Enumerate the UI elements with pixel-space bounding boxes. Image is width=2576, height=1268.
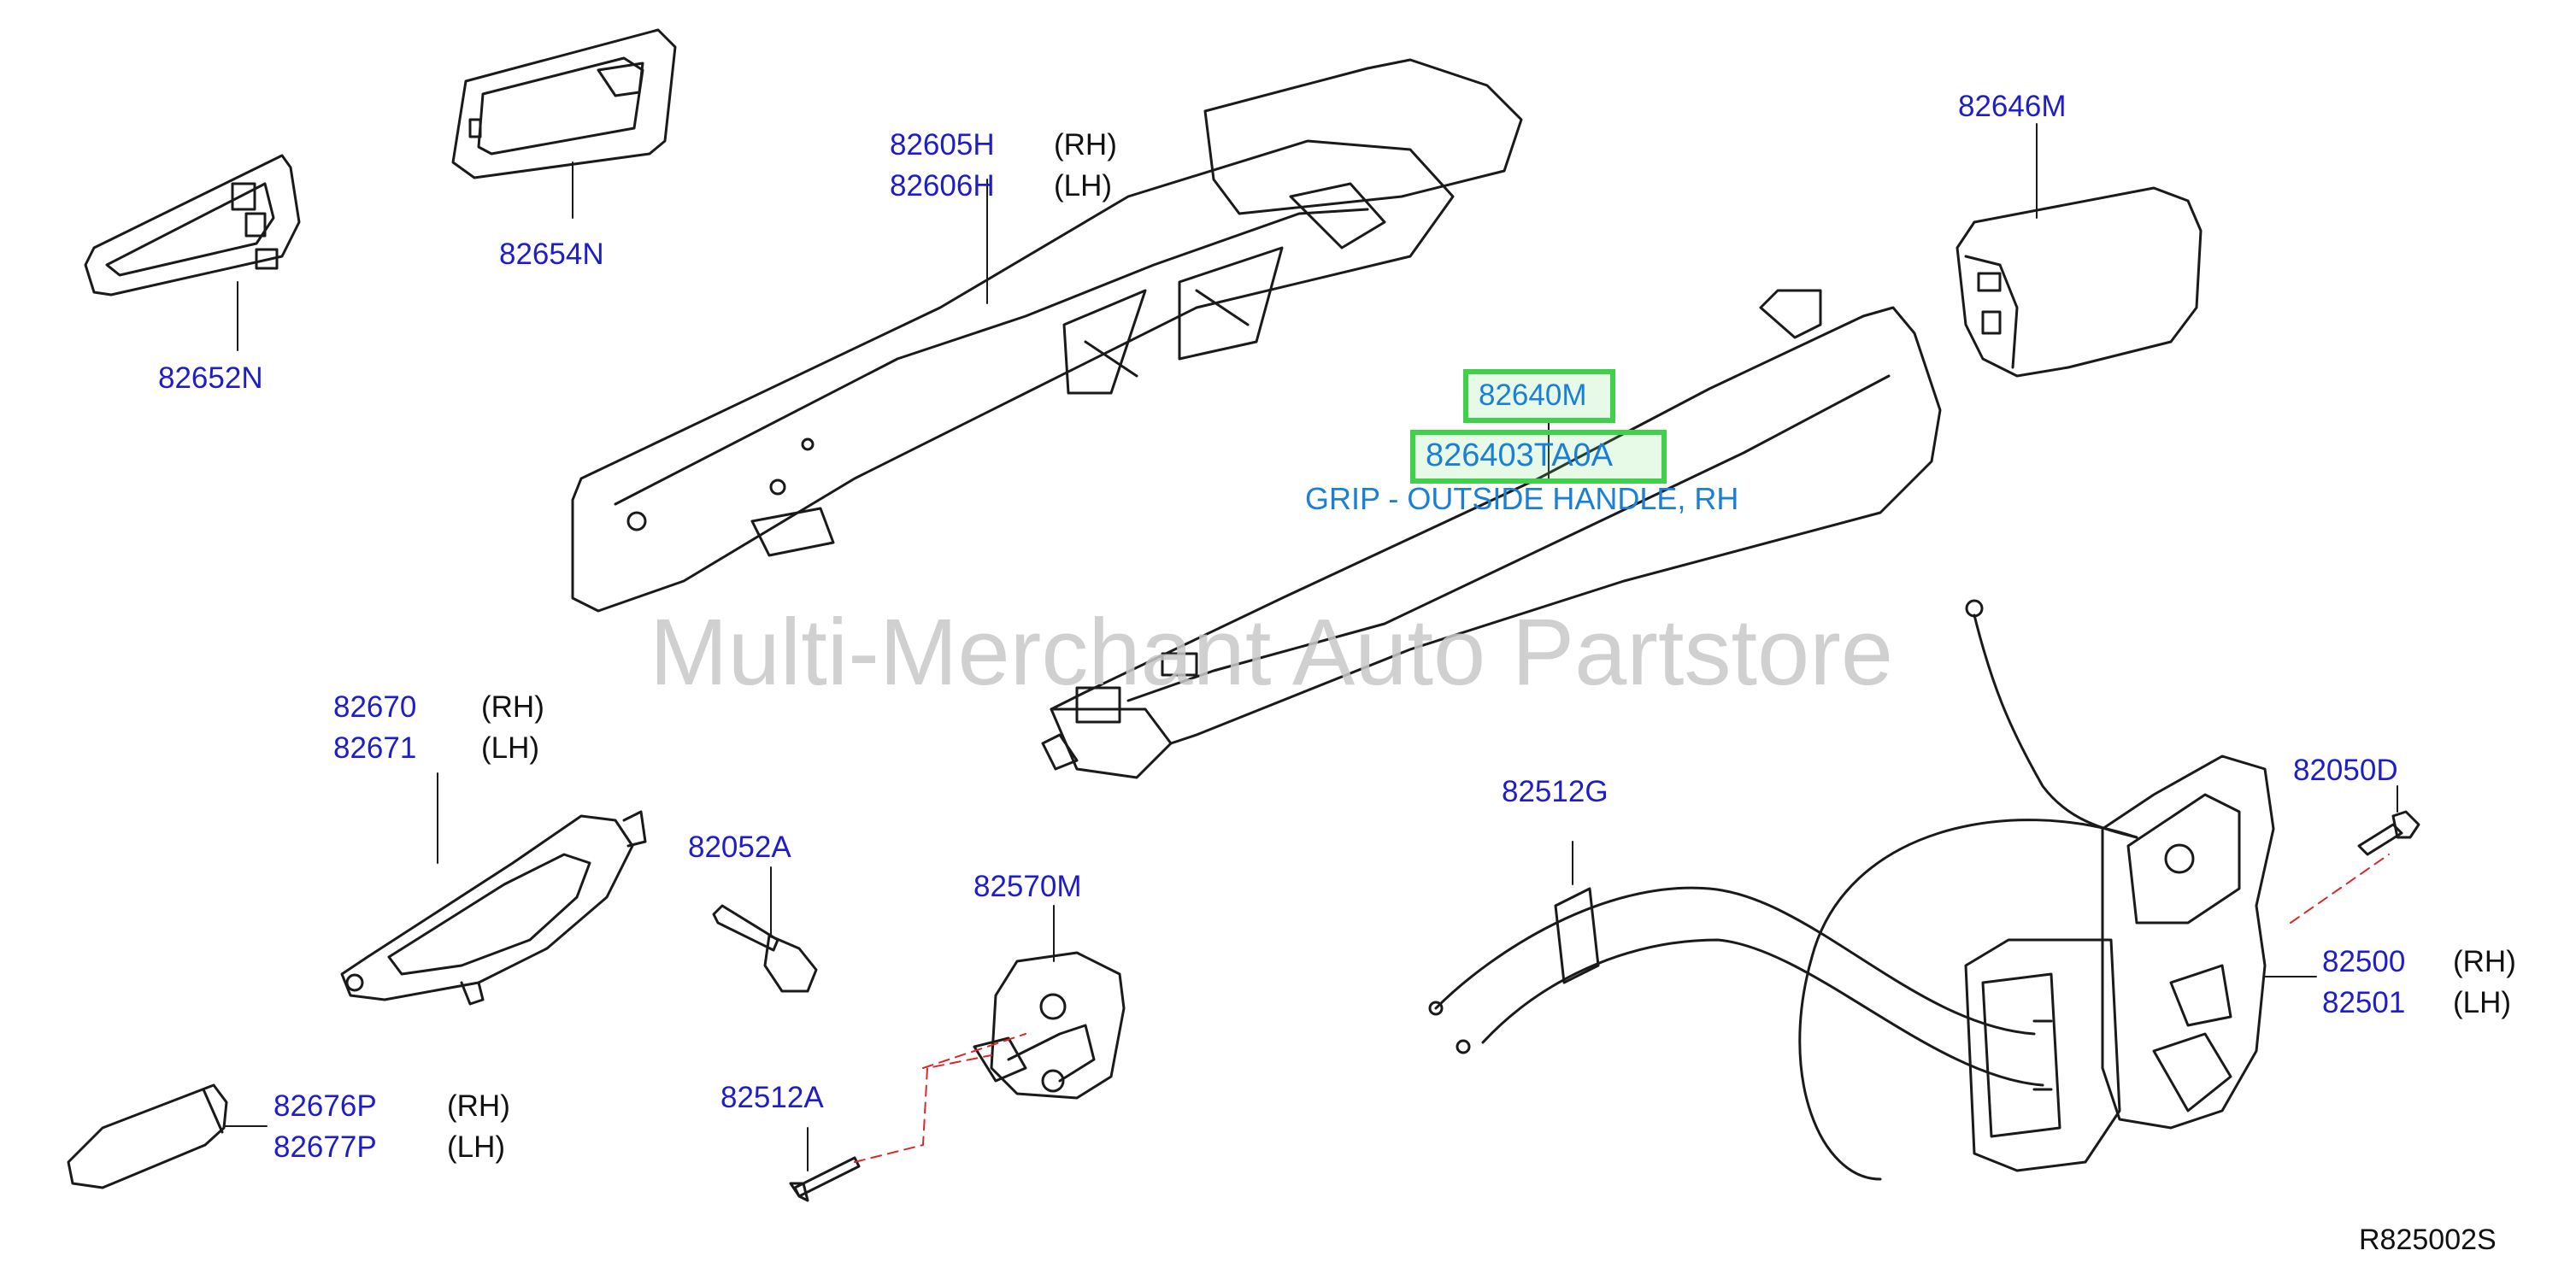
- callout-82512G[interactable]: 82512G: [1502, 775, 1609, 808]
- control-rod-part[interactable]: [1798, 599, 2138, 1181]
- watermark: Multi-Merchant Auto Partstore: [650, 600, 1894, 705]
- gasket-part[interactable]: [451, 28, 677, 219]
- striker-part[interactable]: [973, 905, 1126, 1100]
- callout-82052A[interactable]: 82052A: [688, 831, 791, 864]
- side-82670: (RH): [481, 690, 544, 724]
- side-82671: (LH): [481, 731, 540, 765]
- handle-frame-part[interactable]: [571, 58, 1523, 613]
- side-82501: (LH): [2453, 986, 2512, 1019]
- dashed-red-leaders: [854, 854, 2390, 1163]
- callout-82670[interactable]: 82670: [333, 690, 417, 724]
- side-82676P: (RH): [447, 1089, 510, 1123]
- side-82605H: (RH): [1054, 128, 1117, 161]
- callout-82654N[interactable]: 82654N: [499, 238, 604, 271]
- callout-82677P[interactable]: 82677P: [273, 1130, 377, 1164]
- callout-82646M[interactable]: 82646M: [1958, 90, 2067, 123]
- escutcheon-cap-part[interactable]: [1956, 123, 2203, 378]
- highlight-part-number[interactable]: 82640M: [1479, 379, 1587, 412]
- diagram-reference: R825002S: [2359, 1224, 2497, 1256]
- callout-82512A[interactable]: 82512A: [720, 1081, 824, 1114]
- callout-82676P[interactable]: 82676P: [273, 1089, 377, 1123]
- highlight-catalog-number[interactable]: 826403TA0A: [1426, 437, 1614, 473]
- lock-screw-part[interactable]: [2357, 785, 2420, 856]
- lock-cables-part[interactable]: [1428, 841, 2044, 1087]
- callout-82671[interactable]: 82671: [333, 731, 417, 765]
- callout-82500[interactable]: 82500: [2322, 945, 2406, 978]
- callout-82501[interactable]: 82501: [2322, 986, 2406, 1019]
- side-82606H: (LH): [1054, 169, 1113, 203]
- switch-bezel-part[interactable]: [84, 154, 301, 351]
- callout-82605H[interactable]: 82605H: [890, 128, 995, 161]
- callout-82606H[interactable]: 82606H: [890, 169, 995, 203]
- callout-82652N[interactable]: 82652N: [158, 361, 263, 395]
- highlight-description: GRIP - OUTSIDE HANDLE, RH: [1305, 481, 1739, 516]
- bolt-part[interactable]: [712, 866, 818, 993]
- callout-82050D[interactable]: 82050D: [2293, 754, 2398, 787]
- outside-handle-grip-part[interactable]: [1041, 289, 1942, 779]
- side-82500: (RH): [2453, 945, 2516, 978]
- door-lock-actuator-part[interactable]: [1964, 754, 2317, 1172]
- screw-part[interactable]: [789, 1127, 861, 1202]
- callout-82570M[interactable]: 82570M: [973, 870, 1082, 903]
- highlight-box-catalog-number: [1410, 430, 1667, 484]
- inside-handle-part[interactable]: [340, 772, 647, 1006]
- side-82677P: (LH): [447, 1130, 506, 1164]
- highlight-box-part-number: [1463, 369, 1615, 423]
- inside-handle-cap-part[interactable]: [67, 1083, 268, 1189]
